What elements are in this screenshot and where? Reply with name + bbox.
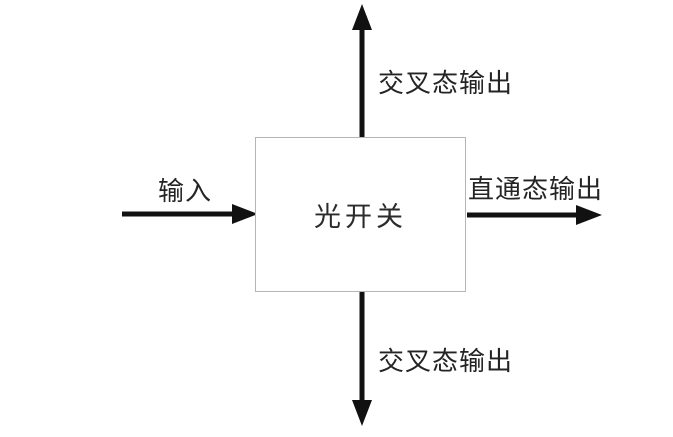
input-arrow [122, 204, 258, 224]
input-label: 输入 [158, 177, 213, 206]
through-output-label: 直通态输出 [468, 175, 604, 204]
cross-output-bottom-label: 交叉态输出 [378, 347, 514, 376]
through-output-arrow [467, 205, 602, 225]
input-arrowhead-icon [232, 204, 258, 224]
cross-output-top-arrow [352, 4, 372, 137]
cross-output-top-label: 交叉态输出 [378, 69, 514, 98]
through-output-arrowhead-icon [576, 205, 602, 225]
optical-switch-box: 光开关 [255, 137, 466, 292]
cross-output-top-arrowhead-icon [352, 4, 372, 30]
cross-output-bottom-arrow [352, 292, 372, 426]
optical-switch-label: 光开关 [314, 202, 407, 232]
cross-output-bottom-arrowhead-icon [352, 400, 372, 426]
